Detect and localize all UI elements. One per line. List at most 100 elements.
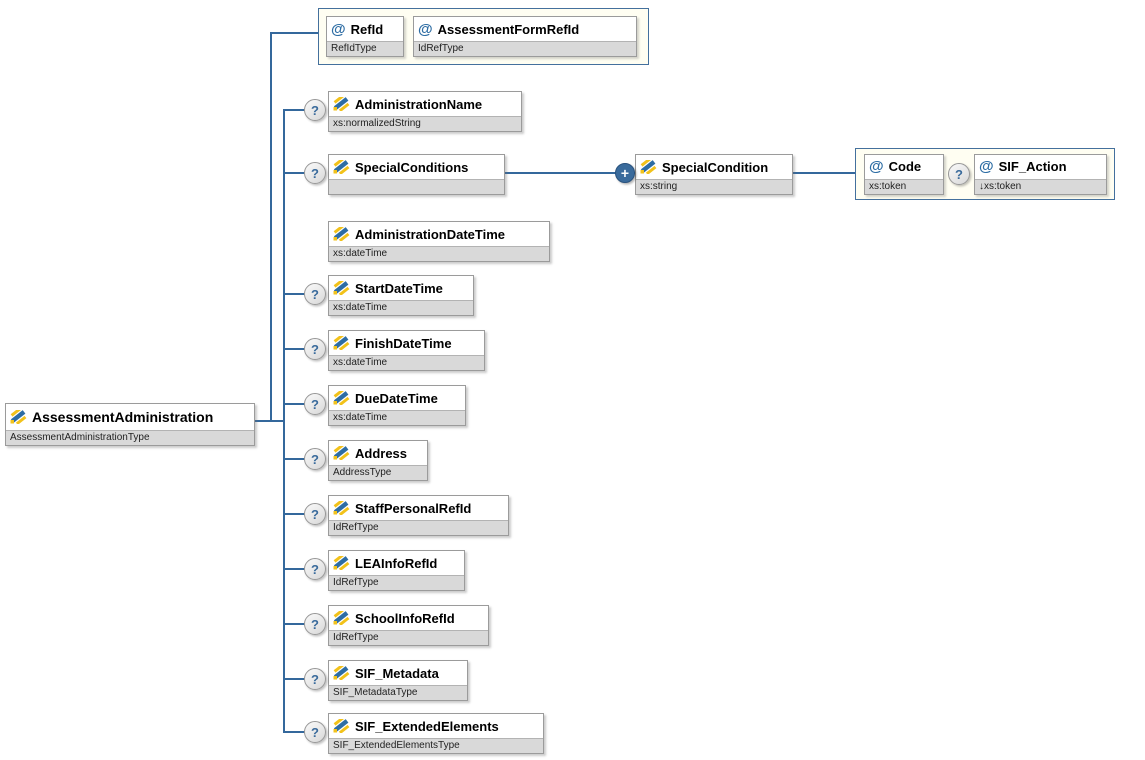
element-name: AdministrationName bbox=[355, 96, 483, 112]
element-icon bbox=[640, 160, 657, 174]
node-duedatetime[interactable]: DueDateTime xs:dateTime bbox=[328, 385, 466, 426]
optional-question-icon: ? bbox=[304, 448, 326, 470]
connector-line bbox=[283, 458, 313, 460]
element-type: AssessmentAdministrationType bbox=[6, 430, 254, 445]
element-name: SIF_ExtendedElements bbox=[355, 718, 499, 734]
element-icon bbox=[333, 556, 350, 570]
node-address[interactable]: Address AddressType bbox=[328, 440, 428, 481]
element-type: xs:dateTime bbox=[329, 246, 549, 261]
connector-line bbox=[283, 513, 313, 515]
attribute-at-icon: @ bbox=[979, 158, 994, 175]
element-name: AssessmentAdministration bbox=[32, 409, 214, 425]
element-type: SIF_MetadataType bbox=[329, 685, 467, 700]
connector-line bbox=[283, 731, 313, 733]
node-leainforefid[interactable]: LEAInfoRefId IdRefType bbox=[328, 550, 465, 591]
attribute-type: xs:token bbox=[865, 178, 943, 194]
connector-line bbox=[283, 678, 313, 680]
element-type: IdRefType bbox=[329, 630, 488, 645]
element-type: xs:dateTime bbox=[329, 355, 484, 370]
connector-line bbox=[270, 32, 272, 422]
element-name: SpecialConditions bbox=[355, 159, 469, 175]
node-staffpersonalrefid[interactable]: StaffPersonalRefId IdRefType bbox=[328, 495, 509, 536]
element-name: LEAInfoRefId bbox=[355, 555, 438, 571]
attribute-group-container: @ Code xs:token ? @ SIF_Action ↓xs:token bbox=[855, 148, 1115, 200]
element-name: Address bbox=[355, 445, 408, 461]
node-schoolinforefid[interactable]: SchoolInfoRefId IdRefType bbox=[328, 605, 489, 646]
element-type: AddressType bbox=[329, 465, 427, 480]
repeat-plus-icon: + bbox=[615, 163, 635, 183]
element-type: IdRefType bbox=[329, 520, 508, 535]
attribute-type: IdRefType bbox=[414, 41, 636, 56]
attribute-name: RefId bbox=[350, 21, 384, 37]
attribute-at-icon: @ bbox=[331, 20, 346, 38]
attribute-at-icon: @ bbox=[869, 158, 884, 175]
connector-line bbox=[283, 403, 313, 405]
node-specialcondition[interactable]: SpecialCondition xs:string bbox=[635, 154, 793, 195]
element-name: StaffPersonalRefId bbox=[355, 500, 472, 516]
element-type: xs:normalizedString bbox=[329, 116, 521, 131]
element-icon bbox=[333, 160, 350, 174]
attr-node-assessmentformrefid[interactable]: @ AssessmentFormRefId IdRefType bbox=[413, 16, 637, 57]
optional-question-icon: ? bbox=[304, 613, 326, 635]
element-name: FinishDateTime bbox=[355, 335, 452, 351]
attribute-name: AssessmentFormRefId bbox=[437, 21, 580, 37]
element-icon bbox=[333, 719, 350, 733]
attribute-at-icon: @ bbox=[418, 20, 433, 38]
element-type: IdRefType bbox=[329, 575, 464, 590]
node-startdatetime[interactable]: StartDateTime xs:dateTime bbox=[328, 275, 474, 316]
node-sif-metadata[interactable]: SIF_Metadata SIF_MetadataType bbox=[328, 660, 468, 701]
connector-line bbox=[283, 293, 313, 295]
element-icon bbox=[333, 611, 350, 625]
connector-line bbox=[283, 109, 285, 733]
optional-question-icon: ? bbox=[304, 99, 326, 121]
connector-line bbox=[283, 109, 313, 111]
node-administrationname[interactable]: AdministrationName xs:normalizedString bbox=[328, 91, 522, 132]
element-icon bbox=[333, 227, 350, 241]
connector-line bbox=[253, 420, 284, 422]
element-icon bbox=[333, 501, 350, 515]
node-assessment-administration[interactable]: AssessmentAdministration AssessmentAdmin… bbox=[5, 403, 255, 446]
attribute-name: SIF_Action bbox=[998, 159, 1067, 174]
optional-question-icon: ? bbox=[304, 503, 326, 525]
attr-node-refid[interactable]: @ RefId RefIdType bbox=[326, 16, 404, 57]
node-administrationdatetime[interactable]: AdministrationDateTime xs:dateTime bbox=[328, 221, 550, 262]
connector-line bbox=[283, 623, 313, 625]
element-name: SIF_Metadata bbox=[355, 665, 439, 681]
optional-question-icon: ? bbox=[304, 558, 326, 580]
attr-node-sif-action[interactable]: @ SIF_Action ↓xs:token bbox=[974, 153, 1107, 195]
attribute-type: ↓xs:token bbox=[975, 178, 1106, 194]
attribute-name: Code bbox=[888, 159, 922, 174]
connector-line bbox=[283, 568, 313, 570]
element-icon bbox=[333, 97, 350, 111]
element-type bbox=[329, 179, 504, 194]
node-specialconditions[interactable]: SpecialConditions bbox=[328, 154, 505, 195]
optional-question-icon: ? bbox=[304, 162, 326, 184]
element-name: AdministrationDateTime bbox=[355, 226, 506, 242]
connector-line bbox=[283, 172, 313, 174]
element-name: SpecialCondition bbox=[662, 159, 769, 175]
node-sif-extendedelements[interactable]: SIF_ExtendedElements SIF_ExtendedElement… bbox=[328, 713, 544, 754]
element-name: StartDateTime bbox=[355, 280, 443, 296]
element-icon bbox=[333, 391, 350, 405]
attribute-group-container: @ RefId RefIdType @ AssessmentFormRefId … bbox=[318, 8, 649, 65]
element-type: xs:string bbox=[636, 179, 792, 194]
optional-question-icon: ? bbox=[304, 393, 326, 415]
element-icon bbox=[333, 446, 350, 460]
optional-question-icon: ? bbox=[948, 163, 970, 185]
element-icon bbox=[10, 410, 27, 424]
attribute-type: RefIdType bbox=[327, 41, 403, 56]
element-type: xs:dateTime bbox=[329, 300, 473, 315]
attr-node-code[interactable]: @ Code xs:token bbox=[864, 153, 944, 195]
element-name: SchoolInfoRefId bbox=[355, 610, 455, 626]
connector-line bbox=[283, 348, 313, 350]
element-icon bbox=[333, 336, 350, 350]
element-name: DueDateTime bbox=[355, 390, 438, 406]
optional-question-icon: ? bbox=[304, 721, 326, 743]
optional-question-icon: ? bbox=[304, 338, 326, 360]
connector-line bbox=[270, 32, 318, 34]
optional-question-icon: ? bbox=[304, 668, 326, 690]
element-type: xs:dateTime bbox=[329, 410, 465, 425]
node-finishdatetime[interactable]: FinishDateTime xs:dateTime bbox=[328, 330, 485, 371]
element-type: SIF_ExtendedElementsType bbox=[329, 738, 543, 753]
